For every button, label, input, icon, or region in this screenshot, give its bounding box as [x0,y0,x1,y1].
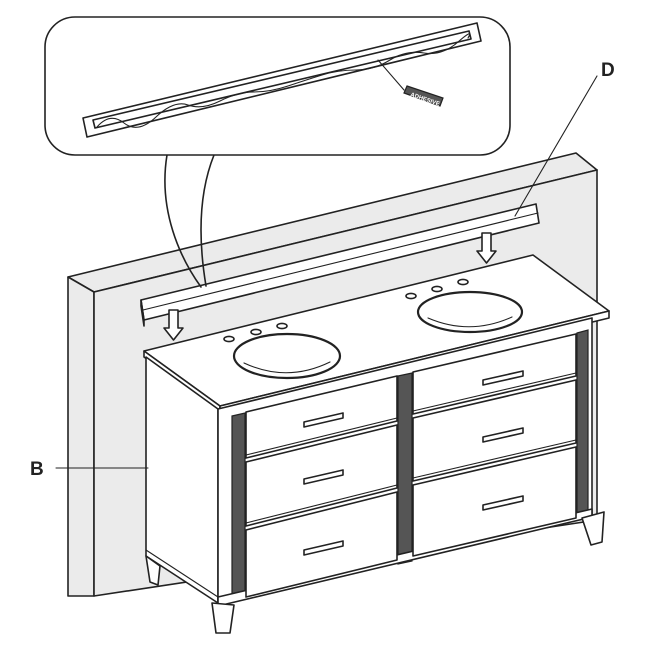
drawer-handles [303,370,524,556]
inset-leader-1 [164,154,202,288]
backsplash-edge [142,212,539,311]
left-faucet-hole-2 [250,328,262,336]
cabinet [145,317,605,634]
backsplash [140,203,540,327]
left-faucet-hole-1 [223,335,235,343]
drawer-right-2-shadow [412,439,577,479]
handle-right-1 [482,370,524,386]
down-arrow-right [476,232,497,264]
center-stile [397,372,413,565]
placement-arrows [163,232,497,341]
callout-d-label: D [601,60,615,81]
right-sink [405,278,524,334]
adhesive-bead [96,33,471,128]
handle-left-1 [303,412,344,428]
drawer-left-2-shadow [245,484,398,524]
drawer-right-3 [412,446,577,557]
down-arrow-left [163,309,184,341]
drawer-left-3 [245,491,398,598]
cabinet-side-bottom [145,549,219,598]
right-faucet-hole-3 [457,278,469,286]
callout-d-leader [514,75,598,217]
wall-side-face [67,276,95,597]
right-sink-inner [427,316,513,328]
left-sink-bowl [232,332,342,380]
left-stile [231,412,246,601]
right-faucet-hole-2 [431,285,443,293]
drawer-right-1-shadow [412,372,577,412]
drawer-right-1 [412,333,577,415]
left-sink [223,322,342,380]
handle-right-2 [482,427,524,443]
inset-leader-2 [200,154,215,287]
drawer-left-1 [245,375,398,459]
tube-body [403,85,444,107]
inset-backsplash-channel [92,30,472,129]
leg-back-left [145,555,161,586]
right-faucet-hole-1 [405,292,417,300]
handle-right-3 [482,495,524,511]
handle-left-2 [303,469,344,485]
drawer-left-1-shadow [245,417,398,456]
backsplash-end [140,299,145,327]
drawer-right-2 [412,379,577,482]
right-stile [576,329,589,521]
tube-nozzle [377,59,405,91]
handle-left-3 [303,540,344,556]
leg-front-right [581,511,605,546]
left-sink-inner [243,361,331,374]
detail-inset: ADHESIVE [44,16,511,288]
right-sink-bowl [416,290,524,334]
callout-b-label: B [30,459,44,480]
left-faucet-hole-3 [276,322,288,330]
leg-front-left [211,602,235,634]
